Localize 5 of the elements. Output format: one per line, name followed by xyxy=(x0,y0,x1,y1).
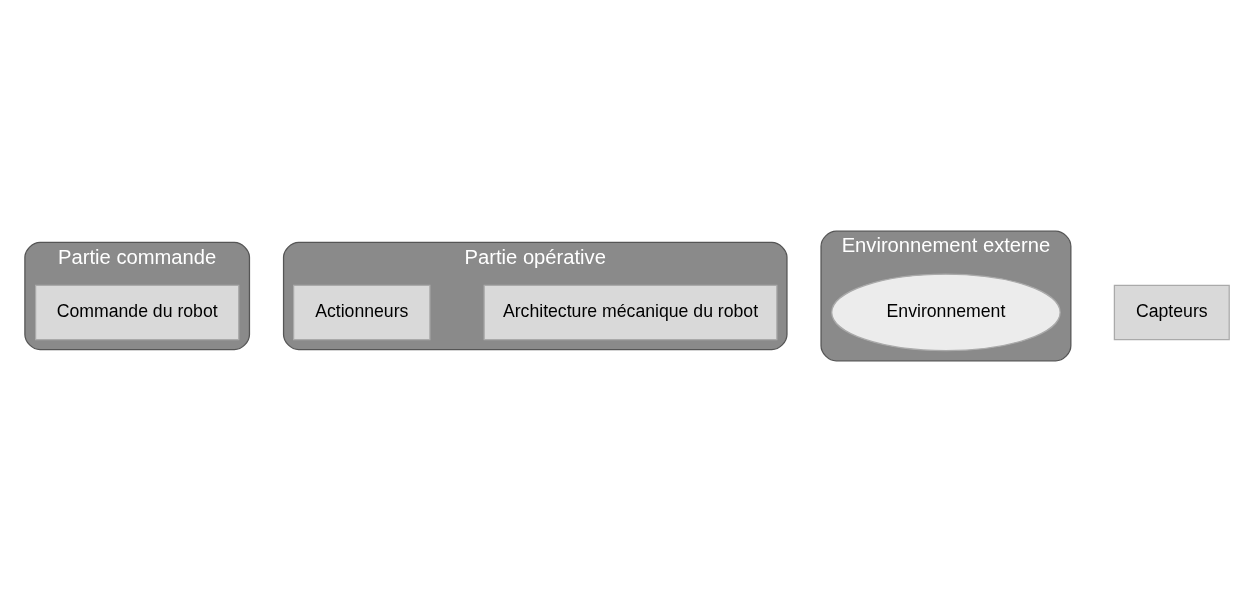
node-box: Actionneurs xyxy=(293,284,431,341)
node-ellipse: Environnement xyxy=(831,273,1061,352)
node-box: Capteurs xyxy=(1113,284,1230,341)
node-box: Architecture mécanique du robot xyxy=(483,284,778,341)
node-box: Commande du robot xyxy=(35,284,240,341)
